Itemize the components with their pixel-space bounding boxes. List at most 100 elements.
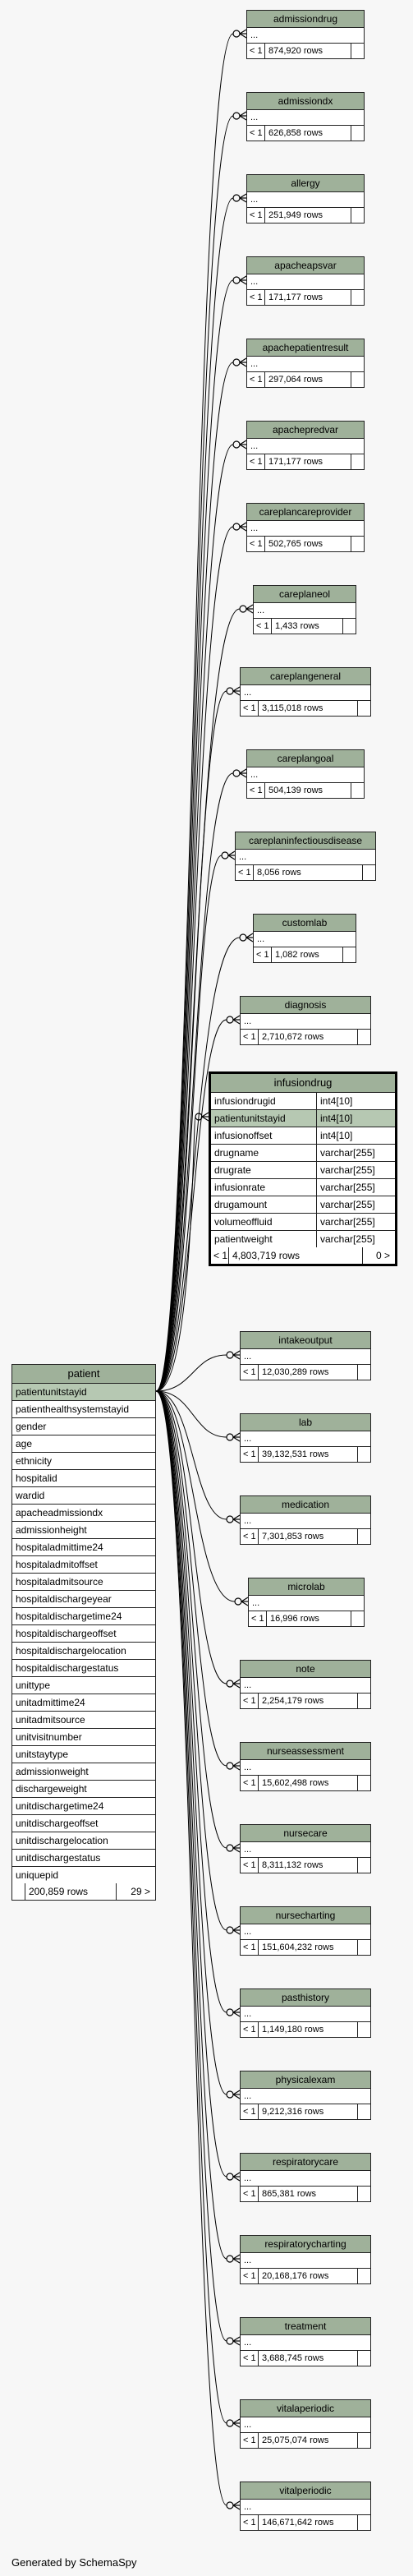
child-count-blank — [357, 1365, 370, 1380]
child-count-blank — [351, 1611, 364, 1626]
ellipsis: ... — [244, 2009, 252, 2019]
patient-column-gender: gender — [12, 1418, 155, 1435]
child-count-blank — [351, 372, 364, 387]
edge-patient-careplancareprovider-crowfoot — [232, 522, 247, 532]
table-columns-collapsed: ... — [241, 2253, 370, 2269]
column-type: int4[10] — [316, 1127, 395, 1144]
child-count-blank — [351, 44, 364, 58]
table-columns-collapsed: ... — [254, 932, 356, 947]
column-name: patienthealthsystemstayid — [16, 1403, 130, 1415]
ellipsis: ... — [244, 1845, 252, 1855]
patient-column-unitstaytype: unitstaytype — [12, 1746, 155, 1763]
child-count-blank — [357, 1447, 370, 1462]
patient-column-unitadmittime24: unitadmittime24 — [12, 1694, 155, 1712]
column-type: varchar[255] — [316, 1231, 395, 1247]
column-name: volumeoffluid — [214, 1216, 273, 1228]
edge-patient-note-crowfoot — [226, 1679, 241, 1689]
row-count: 1,082 rows — [275, 950, 319, 960]
ellipsis: ... — [244, 1516, 252, 1526]
child-count-blank — [357, 2269, 370, 2283]
table-columns-collapsed: ... — [247, 28, 364, 44]
table-columns-collapsed: ... — [241, 1431, 370, 1447]
table-header: respiratorycharting — [241, 2236, 370, 2253]
patient-column-unitdischargetime24: unitdischargetime24 — [12, 1798, 155, 1815]
edge-patient-nursecare-crowfoot — [226, 1843, 241, 1853]
column-name: unittype — [16, 1680, 51, 1691]
edge-patient-allergy-crowfoot — [232, 193, 247, 203]
ellipsis: ... — [250, 770, 259, 780]
column-type: int4[10] — [316, 1093, 395, 1109]
edge-patient-infusiondrug-crowfoot — [195, 1112, 209, 1122]
child-count-blank — [357, 2515, 370, 2530]
table-columns-collapsed: ... — [241, 1842, 370, 1858]
edge-patient-careplaneol-crowfoot — [239, 604, 254, 614]
edge-patient-nurseassessment-crowfoot — [226, 1761, 241, 1771]
column-name: hospitaldischargeoffset — [16, 1628, 117, 1639]
column-name: drugname — [214, 1147, 259, 1159]
edge-patient-treatment-crowfoot — [226, 2336, 241, 2346]
table-header: apachepatientresult — [247, 339, 364, 357]
column-name: unitvisitnumber — [16, 1731, 82, 1743]
table-header: allergy — [247, 175, 364, 192]
child-count-blank — [357, 2022, 370, 2037]
table-columns-collapsed: ... — [241, 2089, 370, 2104]
child-count-blank — [357, 2104, 370, 2119]
table-columns-collapsed: ... — [247, 192, 364, 208]
table-columns-collapsed: ... — [247, 274, 364, 290]
column-name: dischargeweight — [16, 1783, 87, 1795]
edge-patient-vitalaperiodic-crowfoot — [226, 2418, 241, 2428]
patient-column-hospitaladmitoffset: hospitaladmitoffset — [12, 1556, 155, 1574]
table-infusiondrug-footer: < 1 4,803,719 rows 0 > — [211, 1247, 395, 1264]
child-count-blank — [351, 208, 364, 223]
parent-count: < 1 — [249, 1611, 267, 1626]
edge-patient-nursecare — [155, 1390, 227, 1849]
table-header: nursecare — [241, 1825, 370, 1842]
child-count-blank — [357, 1858, 370, 1873]
column-name: hospitaldischargelocation — [16, 1645, 126, 1657]
table-header: pasthistory — [241, 1989, 370, 2007]
edge-patient-physicalexam-crowfoot — [226, 2090, 241, 2099]
parent-count: < 1 — [241, 2104, 259, 2119]
row-count: 171,177 rows — [268, 457, 324, 467]
column-name: hospitaldischargestatus — [16, 1662, 119, 1674]
patient-column-unitadmitsource: unitadmitsource — [12, 1712, 155, 1729]
row-count: 9,212,316 rows — [262, 2107, 324, 2117]
parent-count: < 1 — [241, 1940, 259, 1955]
child-count-blank — [357, 1529, 370, 1544]
edge-patient-infusiondrug — [155, 1116, 196, 1392]
